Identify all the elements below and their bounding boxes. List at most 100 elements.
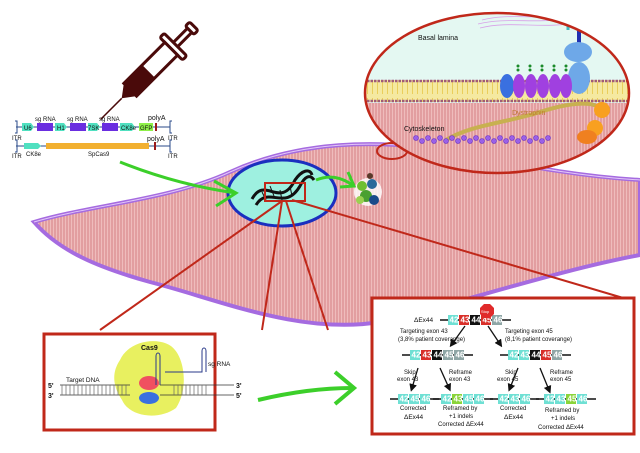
- aav-vector-1: U6 H1 7SK CK8e GFP sg RNA sg RNA sg RNA …: [12, 115, 178, 142]
- exon-45: [541, 350, 551, 360]
- three-prime-left: 3': [48, 393, 54, 400]
- right-branch-title: Targeting exon 45: [505, 329, 553, 335]
- exon-44: [530, 350, 540, 360]
- exon-label: 43: [461, 316, 470, 325]
- exon-label: 42: [450, 316, 459, 325]
- exon-label: 44: [472, 316, 481, 325]
- right-reframed-2: +1 indels: [551, 416, 575, 422]
- exon-45: [463, 394, 473, 404]
- exon-46: [454, 350, 464, 360]
- stop-label: Stop: [481, 309, 490, 314]
- exon-label: 46: [494, 316, 503, 325]
- left-skip-1: Skip: [404, 370, 416, 376]
- 7sk-promoter: [88, 123, 100, 131]
- exon-46: [420, 394, 430, 404]
- ck8e-label-2: CK8e: [26, 152, 42, 158]
- 7sk-label: 7SK: [88, 126, 99, 132]
- exon-42: [398, 394, 408, 404]
- target-dna-label: Target DNA: [66, 377, 100, 384]
- zoom-region-box: [264, 182, 306, 202]
- exon-label: 43: [454, 395, 463, 404]
- h1-label: H1: [57, 126, 65, 132]
- u6-promoter: [22, 123, 34, 131]
- five-prime-right: 5': [236, 393, 242, 400]
- right-reframe-2: exon 45: [550, 377, 572, 383]
- exon-label: 42: [510, 351, 519, 360]
- exon-43: [509, 394, 519, 404]
- exon-46: [492, 315, 502, 325]
- left-skip-2: exon 43: [397, 377, 419, 383]
- exon-label: 42: [546, 395, 555, 404]
- exon-label: 46: [476, 395, 485, 404]
- zoom-lines: [99, 119, 631, 331]
- stop-sign-icon: [480, 304, 494, 318]
- exon-46: [577, 394, 587, 404]
- right-reframed-3: Corrected ΔEx44: [538, 425, 584, 431]
- exon-label: 42: [443, 395, 452, 404]
- exon-43: [459, 315, 469, 325]
- itr-right-1: ITR: [168, 136, 178, 142]
- exon-label: 46: [522, 395, 531, 404]
- itr-right-2: ITR: [168, 154, 178, 160]
- ck8e-promoter-2: [24, 143, 41, 149]
- basal-lamina-label: Basal lamina: [418, 35, 458, 42]
- left-corrected: Corrected: [400, 406, 426, 412]
- right-skip-1: Skip: [505, 370, 517, 376]
- cytoskeleton-label: Cytoskeleton: [404, 126, 445, 133]
- syringe-icon: [99, 21, 199, 121]
- exon-label: 42: [500, 395, 509, 404]
- exon-42: [448, 315, 458, 325]
- exon-label: 45: [568, 395, 577, 404]
- right-branch-coverage: (8,1% patient coverange): [505, 337, 572, 343]
- cytoskeleton-beads: [413, 135, 551, 144]
- polya-label-2: polyA: [147, 136, 165, 143]
- right-corrected-delta: ΔEx44: [504, 414, 524, 421]
- sgrna-label-3: sg RNA: [99, 117, 120, 123]
- left-reframed-3: Corrected ΔEx44: [438, 422, 484, 428]
- gfp-label: GFP: [140, 126, 152, 132]
- dystrophin-label: Dystrophin: [512, 110, 546, 117]
- five-prime-left: 5': [48, 383, 54, 390]
- exon-45: [443, 350, 453, 360]
- exon-46: [474, 394, 484, 404]
- right-reframe-1: Reframe: [550, 370, 574, 376]
- exon-label: 43: [511, 395, 520, 404]
- exon-label: 45: [483, 316, 492, 325]
- delta-ex44-label: ΔEx44: [414, 317, 434, 324]
- exon-42: [508, 350, 518, 360]
- exon-42: [410, 350, 420, 360]
- exon-42: [544, 394, 554, 404]
- left-branch-coverage: (3,8% patient coverange): [398, 337, 465, 343]
- exon-label: 42: [400, 395, 409, 404]
- membrane-inset: Basal lamina Dystrophin Cytoskeleton: [363, 11, 631, 175]
- exon-label: 45: [445, 351, 454, 360]
- spcas9-label: SpCas9: [88, 152, 110, 158]
- exon-label: 46: [456, 351, 465, 360]
- exon-46: [552, 350, 562, 360]
- exon-43: [421, 350, 431, 360]
- exon-label: 44: [532, 351, 541, 360]
- dna-helix-icon: [250, 169, 316, 206]
- exon-label: 46: [579, 395, 588, 404]
- exon-43: [452, 394, 462, 404]
- cas9-inset: Cas9 sg RNA Target DNA 5' 3' 3' 5': [42, 332, 242, 432]
- left-reframed-1: Reframed by: [443, 406, 477, 412]
- exon-label: 43: [557, 395, 566, 404]
- exon-43: [519, 350, 529, 360]
- exon-42: [441, 394, 451, 404]
- sgrna-label: sg RNA: [208, 361, 231, 368]
- exon-label: 45: [543, 351, 552, 360]
- exon-45: [481, 315, 491, 325]
- exon-43: [555, 394, 565, 404]
- green-arrows: [119, 160, 358, 406]
- u6-label: U6: [24, 126, 32, 132]
